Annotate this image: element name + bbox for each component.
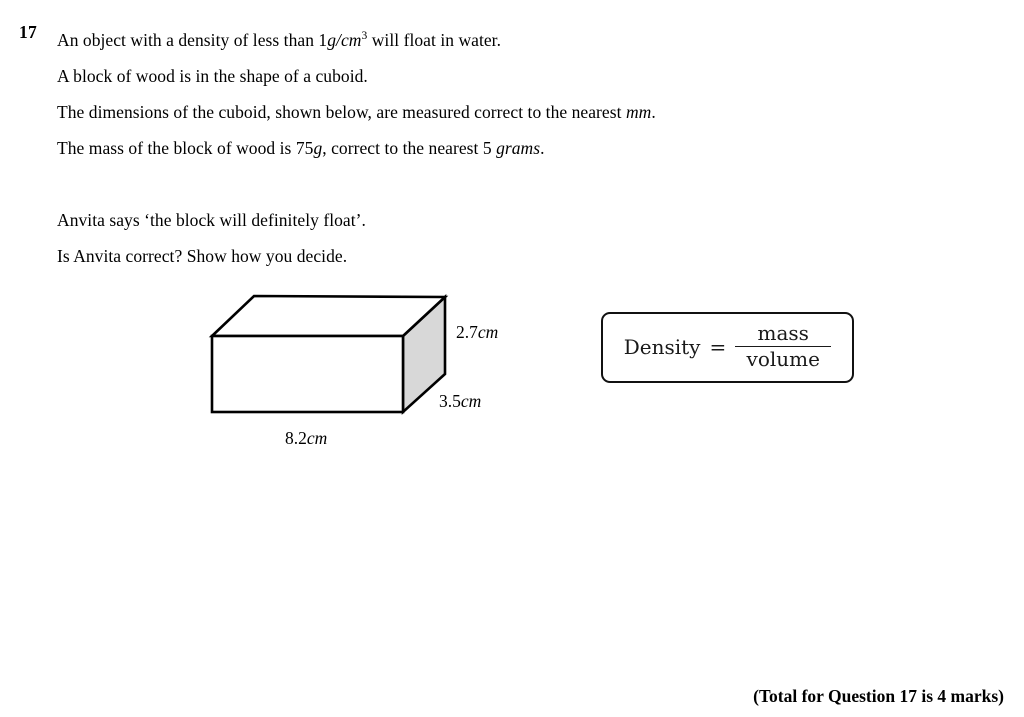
stem-text: Is Anvita correct? Show how you decide.	[57, 246, 348, 266]
stem-text: The mass of the block of wood is 75	[57, 138, 314, 158]
stem-text-tail: will float in water.	[367, 30, 502, 50]
stem-text: A block of wood is in the shape of a cub…	[57, 66, 368, 86]
stem-text-tail: .	[540, 138, 545, 158]
cuboid-top-face	[208, 294, 449, 338]
dimension-label-depth: 3.5cm	[439, 391, 481, 412]
dimension-unit: cm	[306, 428, 328, 448]
dimension-value: 2.7	[456, 322, 478, 342]
stem-text: An object with a density of less than 1	[57, 30, 328, 50]
stem-text: The dimensions of the cuboid, shown belo…	[57, 102, 626, 122]
stem-line-3: The dimensions of the cuboid, shown belo…	[57, 94, 757, 130]
dimension-label-width: 8.2cm	[285, 428, 327, 449]
formula-lhs: Density	[623, 334, 701, 359]
fraction-bar	[735, 345, 832, 348]
stem-line-1: An object with a density of less than 1g…	[57, 22, 757, 58]
formula-fraction: mass volume	[735, 321, 832, 372]
fraction-numerator: mass	[757, 321, 809, 346]
formula-equals-sign: =	[709, 334, 727, 359]
cuboid-front-face	[210, 334, 405, 414]
dimension-value: 8.2	[285, 428, 307, 448]
dimension-value: 3.5	[439, 391, 461, 411]
stem-unit-italic: g/cm	[327, 30, 362, 50]
stem-text: Anvita says ‘the block will definitely f…	[57, 210, 366, 230]
total-marks-footer: (Total for Question 17 is 4 marks)	[753, 686, 1004, 706]
fraction-denominator: volume	[746, 347, 820, 372]
stem-unit-italic: mm	[625, 102, 652, 122]
stem-unit-italic: g	[313, 138, 323, 158]
density-formula: Density = mass volume	[623, 321, 832, 372]
dimension-label-height: 2.7cm	[456, 322, 498, 343]
stem-line-4: The mass of the block of wood is 75g, co…	[57, 130, 757, 166]
stem-line-6: Is Anvita correct? Show how you decide.	[57, 238, 757, 274]
dimension-unit: cm	[460, 391, 482, 411]
stem-text-tail: .	[651, 102, 656, 122]
question-number: 17	[19, 22, 37, 42]
dimension-unit: cm	[477, 322, 499, 342]
cuboid-diagram: 2.7cm 3.5cm 8.2cm	[190, 278, 540, 468]
stem-unit-italic-2: grams	[496, 138, 541, 158]
stem-superscript: 3	[361, 30, 368, 43]
cuboid-svg	[208, 294, 449, 415]
density-formula-box: Density = mass volume	[601, 312, 854, 383]
stem-text-mid: , correct to the nearest 5	[322, 138, 497, 158]
question-stem: An object with a density of less than 1g…	[57, 22, 757, 274]
stem-line-5: Anvita says ‘the block will definitely f…	[57, 202, 757, 238]
stem-line-2: A block of wood is in the shape of a cub…	[57, 58, 757, 94]
